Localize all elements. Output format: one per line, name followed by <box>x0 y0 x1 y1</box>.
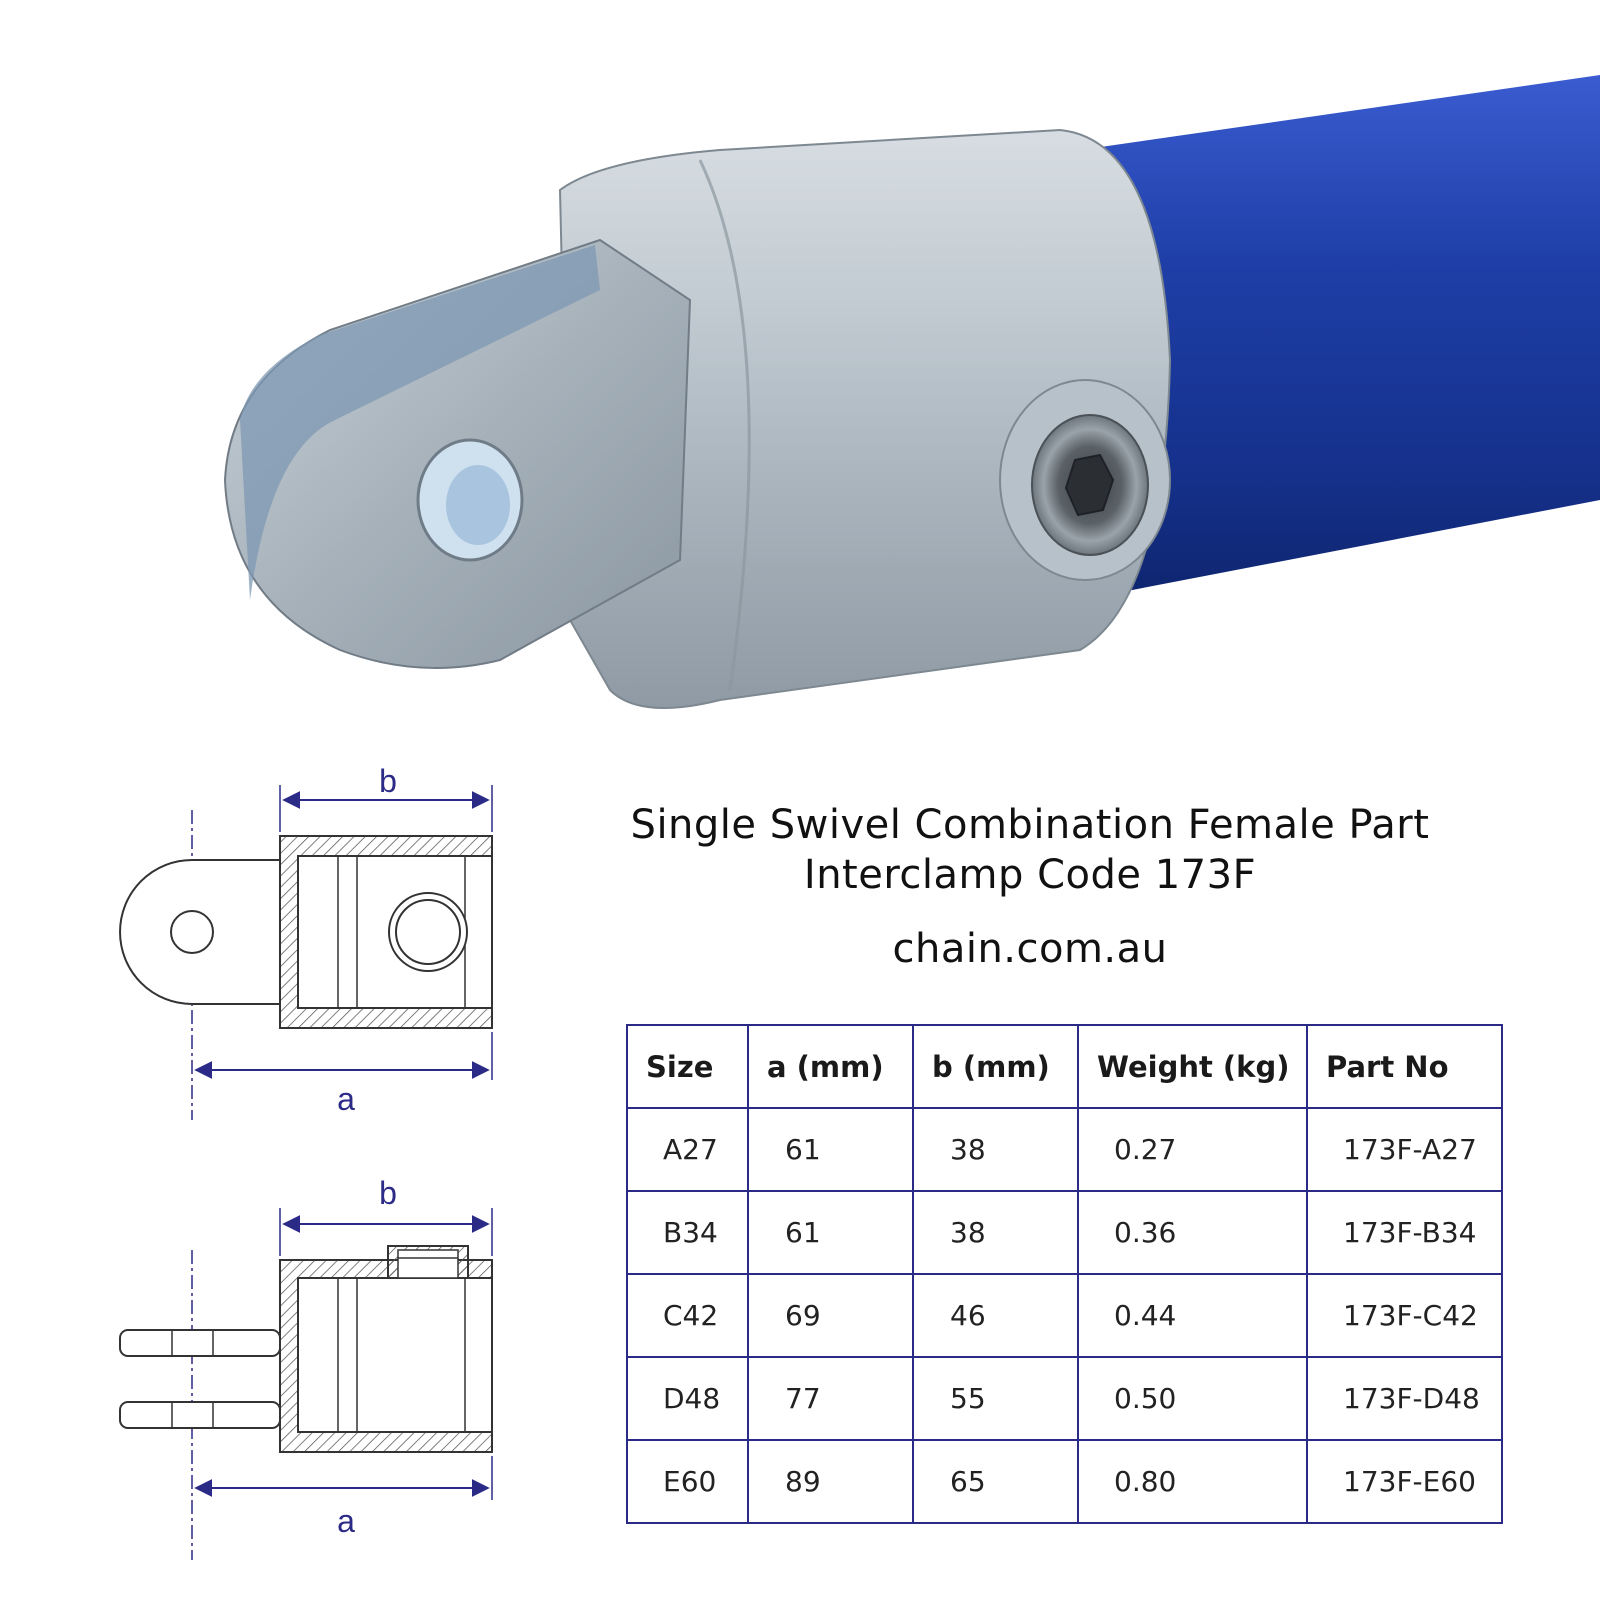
cell-a: 77 <box>747 1356 914 1441</box>
product-code: Interclamp Code 173F <box>803 852 1257 898</box>
product-photo <box>223 75 1600 709</box>
cell-a: 61 <box>747 1107 914 1192</box>
table-row: B34 61 38 0.36 173F-B34 <box>626 1190 1503 1275</box>
cell-a: 61 <box>747 1190 914 1275</box>
header-b: b (mm) <box>912 1024 1079 1109</box>
product-title: Single Swivel Combination Female Part <box>630 802 1430 848</box>
table-row: E60 89 65 0.80 173F-E60 <box>626 1439 1503 1524</box>
cell-b: 46 <box>912 1273 1079 1358</box>
website-label: chain.com.au <box>892 926 1168 972</box>
cell-size: A27 <box>626 1107 749 1192</box>
side-view-drawing: b a <box>119 1175 493 1560</box>
header-weight: Weight (kg) <box>1077 1024 1308 1109</box>
header-part-no: Part No <box>1306 1024 1503 1109</box>
cell-size: C42 <box>626 1273 749 1358</box>
side-dimension-b-label: b <box>379 1175 397 1211</box>
title-block: Single Swivel Combination Female Part In… <box>630 800 1430 974</box>
top-dimension-b-label: b <box>379 763 397 799</box>
cell-b: 55 <box>912 1356 1079 1441</box>
cell-part-no: 173F-C42 <box>1306 1273 1503 1358</box>
cell-size: E60 <box>626 1439 749 1524</box>
top-view-drawing: b a <box>119 763 493 1120</box>
table-row: D48 77 55 0.50 173F-D48 <box>626 1356 1503 1441</box>
cell-part-no: 173F-A27 <box>1306 1107 1503 1192</box>
cell-part-no: 173F-E60 <box>1306 1439 1503 1524</box>
spec-table: Size a (mm) b (mm) Weight (kg) Part No A… <box>626 1024 1503 1524</box>
cell-b: 38 <box>912 1107 1079 1192</box>
cell-weight: 0.50 <box>1077 1356 1308 1441</box>
header-size: Size <box>626 1024 749 1109</box>
top-dimension-a-label: a <box>337 1081 355 1117</box>
cell-a: 89 <box>747 1439 914 1524</box>
cell-part-no: 173F-B34 <box>1306 1190 1503 1275</box>
header-a: a (mm) <box>747 1024 914 1109</box>
table-header-row: Size a (mm) b (mm) Weight (kg) Part No <box>626 1024 1503 1109</box>
table-row: A27 61 38 0.27 173F-A27 <box>626 1107 1503 1192</box>
table-row: C42 69 46 0.44 173F-C42 <box>626 1273 1503 1358</box>
cell-weight: 0.44 <box>1077 1273 1308 1358</box>
cell-weight: 0.80 <box>1077 1439 1308 1524</box>
cell-size: D48 <box>626 1356 749 1441</box>
technical-drawings: b a b a <box>119 763 493 1560</box>
cell-size: B34 <box>626 1190 749 1275</box>
cell-a: 69 <box>747 1273 914 1358</box>
cell-weight: 0.36 <box>1077 1190 1308 1275</box>
side-dimension-a-label: a <box>337 1503 355 1539</box>
cell-part-no: 173F-D48 <box>1306 1356 1503 1441</box>
cell-weight: 0.27 <box>1077 1107 1308 1192</box>
cell-b: 38 <box>912 1190 1079 1275</box>
cell-b: 65 <box>912 1439 1079 1524</box>
